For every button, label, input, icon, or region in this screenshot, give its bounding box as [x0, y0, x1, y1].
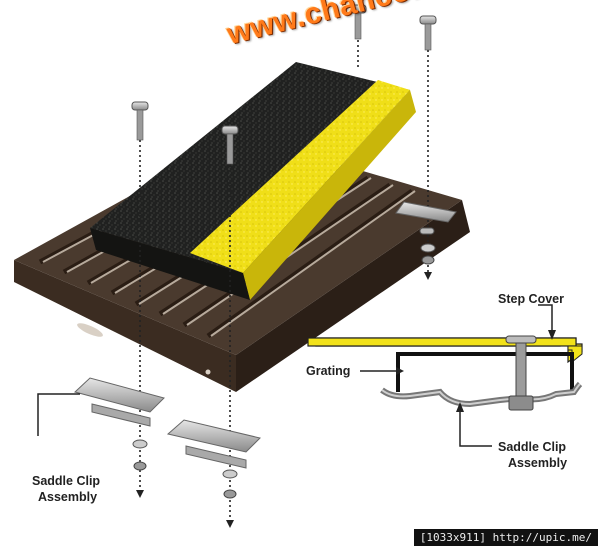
saddle-clip-right: [395, 201, 457, 265]
saddle-clip-left-1: [73, 377, 165, 471]
screw-top-center: [349, 4, 367, 40]
label-saddle-clip-left-1: Saddle Clip: [32, 474, 101, 488]
callout-step-cover: [538, 304, 553, 338]
callout-line-left: [37, 393, 80, 436]
screw-left-2: [221, 125, 239, 165]
label-saddle-clip-right-2: Assembly: [508, 456, 568, 470]
label-saddle-clip-left-2: Assembly: [38, 490, 98, 504]
callout-grating-arrow: [396, 367, 404, 375]
step-cover-3d: [90, 62, 416, 300]
callout-saddle-clip-right: [459, 408, 492, 447]
grating-slot: [77, 323, 103, 337]
saddle-clip-left-2: [166, 419, 261, 499]
cross-section-detail: [307, 335, 583, 411]
label-grating: Grating: [306, 364, 351, 378]
callout-saddle-clip-right-arrow: [456, 402, 464, 412]
assembly-arrows: [136, 272, 432, 528]
callout-step-cover-arrow: [548, 330, 556, 340]
label-saddle-clip-right-1: Saddle Clip: [498, 440, 567, 454]
image-source-footer[interactable]: [1033x911] http://upic.me/: [413, 529, 598, 546]
label-step-cover: Step Cover: [498, 292, 564, 306]
grating-hole: [205, 369, 211, 375]
screw-left-1: [131, 101, 149, 141]
screw-top-right: [419, 15, 437, 51]
